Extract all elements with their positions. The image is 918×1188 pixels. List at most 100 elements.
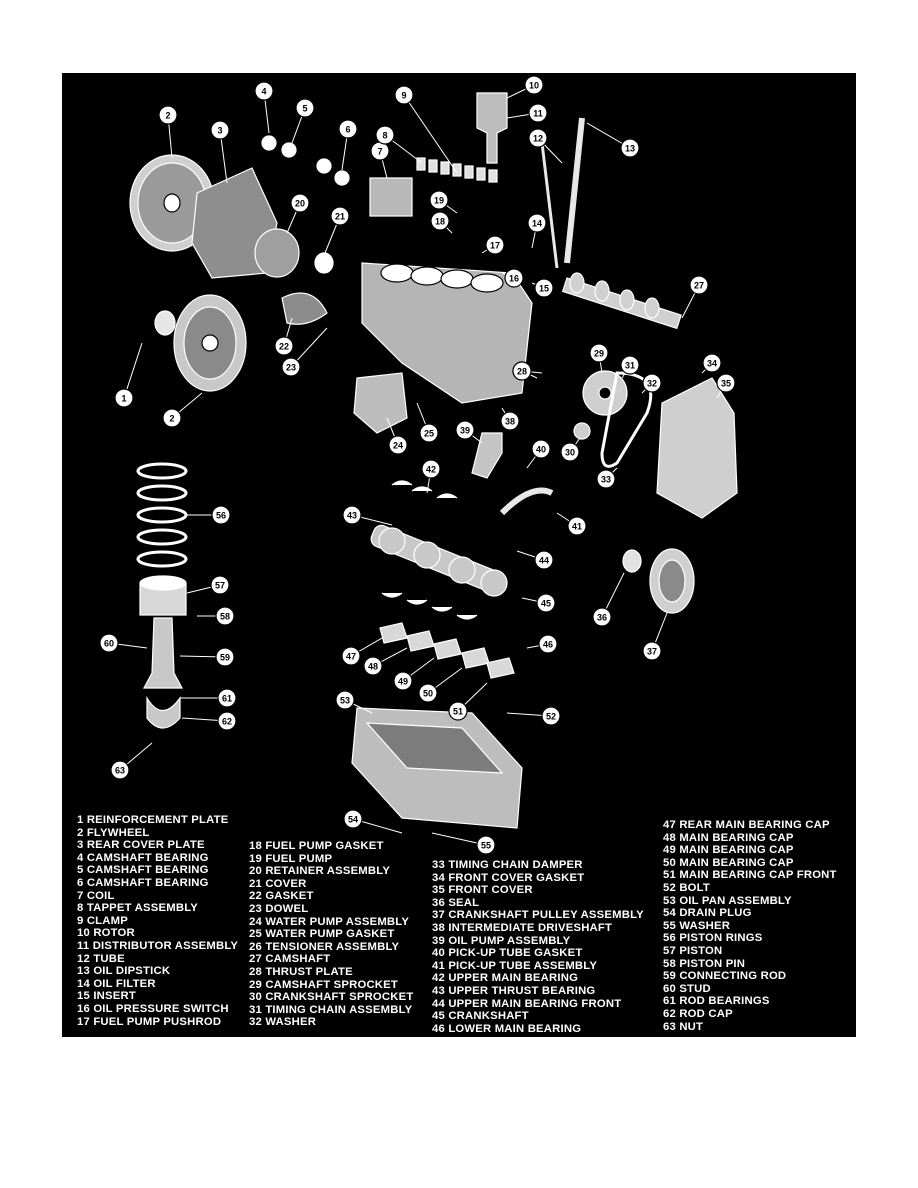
callout-number: 28 — [517, 367, 527, 377]
callout-circle — [210, 575, 230, 595]
dipstick — [564, 117, 585, 264]
callout-circle — [448, 701, 468, 721]
legend-item: 37 CRANKSHAFT PULLEY ASSEMBLY — [432, 909, 644, 922]
crankshaft — [370, 524, 508, 597]
callout-8: 8 — [375, 125, 395, 145]
callout-12: 12 — [528, 128, 548, 148]
callout-2: 2 — [158, 105, 178, 125]
callout-circle — [421, 459, 441, 479]
legend-item: 57 PISTON — [663, 944, 723, 957]
callout-circle — [589, 343, 609, 363]
callout-circle — [375, 125, 395, 145]
callout-number: 25 — [424, 429, 434, 439]
legend-item: 45 CRANKSHAFT — [432, 1010, 529, 1023]
callout-number: 59 — [220, 653, 230, 663]
callout-7: 7 — [370, 141, 390, 161]
callout-24: 24 — [388, 435, 408, 455]
callout-circle — [343, 809, 363, 829]
callout-circle — [290, 193, 310, 213]
cover — [314, 252, 334, 274]
callout-59: 59 — [215, 647, 235, 667]
callout-circle — [642, 641, 662, 661]
callout-3: 3 — [210, 120, 230, 140]
legend-item: 27 CAMSHAFT — [249, 953, 331, 966]
callout-circle — [592, 607, 612, 627]
legend-item: 44 UPPER MAIN BEARING FRONT — [432, 997, 622, 1010]
callout-number: 61 — [222, 694, 232, 704]
callout-number: 48 — [368, 662, 378, 672]
callout-35: 35 — [716, 373, 736, 393]
callout-circle — [394, 85, 414, 105]
callout-5: 5 — [295, 98, 315, 118]
callout-56: 56 — [211, 505, 231, 525]
rod-cap — [146, 695, 181, 729]
main-bearings — [381, 480, 478, 620]
parts-illustration — [129, 92, 738, 829]
legend-item: 12 TUBE — [77, 952, 125, 965]
legend-item: 20 RETAINER ASSEMBLY — [249, 865, 391, 878]
callout-number: 32 — [647, 379, 657, 389]
callout-number: 52 — [546, 712, 556, 722]
callout-circle — [531, 439, 551, 459]
callout-circle — [620, 138, 640, 158]
callout-number: 50 — [423, 689, 433, 699]
callout-43: 43 — [342, 505, 362, 525]
main-bearing-caps — [379, 622, 515, 679]
legend-item: 36 SEAL — [432, 896, 480, 909]
callout-circle — [538, 634, 558, 654]
callout-circle — [110, 760, 130, 780]
front-cover — [656, 377, 738, 519]
callout-number: 41 — [572, 522, 582, 532]
legend-item: 46 LOWER MAIN BEARING — [432, 1022, 582, 1035]
callout-circle — [217, 688, 237, 708]
callout-number: 53 — [340, 696, 350, 706]
callout-18: 18 — [430, 211, 450, 231]
legend-item: 6 CAMSHAFT BEARING — [77, 876, 209, 889]
callout-number: 20 — [295, 199, 305, 209]
legend-item: 47 REAR MAIN BEARING CAP — [663, 819, 830, 831]
legend-item: 62 ROD CAP — [663, 1007, 733, 1020]
callout-38: 38 — [500, 411, 520, 431]
callout-1: 1 — [114, 388, 134, 408]
callout-circle — [215, 647, 235, 667]
callout-20: 20 — [290, 193, 310, 213]
legend-item: 13 OIL DIPSTICK — [77, 965, 171, 978]
legend-column-2: 18 FUEL PUMP GASKET 19 FUEL PUMP 20 RETA… — [249, 840, 413, 1029]
legend-item: 41 PICK-UP TUBE ASSEMBLY — [432, 959, 598, 972]
leader-line — [403, 94, 458, 174]
callout-47: 47 — [341, 646, 361, 666]
callout-number: 10 — [529, 81, 539, 91]
callout-number: 60 — [104, 639, 114, 649]
callout-circle — [536, 593, 556, 613]
legend-item: 54 DRAIN PLUG — [663, 907, 752, 920]
legend-item: 48 MAIN BEARING CAP — [663, 831, 794, 844]
callout-number: 15 — [539, 284, 549, 294]
callout-circle — [689, 275, 709, 295]
legend-item: 15 INSERT — [77, 990, 136, 1003]
callout-circle — [504, 268, 524, 288]
callout-number: 5 — [302, 104, 307, 114]
legend-item: 43 UPPER THRUST BEARING — [432, 984, 596, 997]
legend-item: 5 CAMSHAFT BEARING — [77, 864, 209, 877]
legend-item: 30 CRANKSHAFT SPROCKET — [249, 991, 414, 1004]
callout-circle — [596, 469, 616, 489]
callout-number: 35 — [721, 379, 731, 389]
legend-item: 4 CAMSHAFT BEARING — [77, 851, 209, 864]
flywheel-lower — [173, 294, 247, 392]
callout-circle — [430, 211, 450, 231]
legend-item: 17 FUEL PUMP PUSHROD — [77, 1015, 222, 1028]
camshaft — [561, 272, 682, 330]
callout-51: 51 — [448, 701, 468, 721]
legend-item: 23 DOWEL — [249, 902, 309, 915]
legend-item: 19 FUEL PUMP — [249, 852, 333, 865]
legend-item: 38 INTERMEDIATE DRIVESHAFT — [432, 921, 613, 934]
callout-number: 11 — [533, 109, 543, 119]
callout-markers: 1223456789101112131415161718192021222324… — [99, 75, 736, 855]
callout-circle — [254, 81, 274, 101]
legend-item: 60 STUD — [663, 982, 711, 995]
callout-circle — [567, 516, 587, 536]
callout-40: 40 — [531, 439, 551, 459]
oil-pump — [471, 432, 503, 479]
callout-number: 6 — [345, 125, 350, 135]
legend-item: 51 MAIN BEARING CAP FRONT — [663, 869, 837, 882]
